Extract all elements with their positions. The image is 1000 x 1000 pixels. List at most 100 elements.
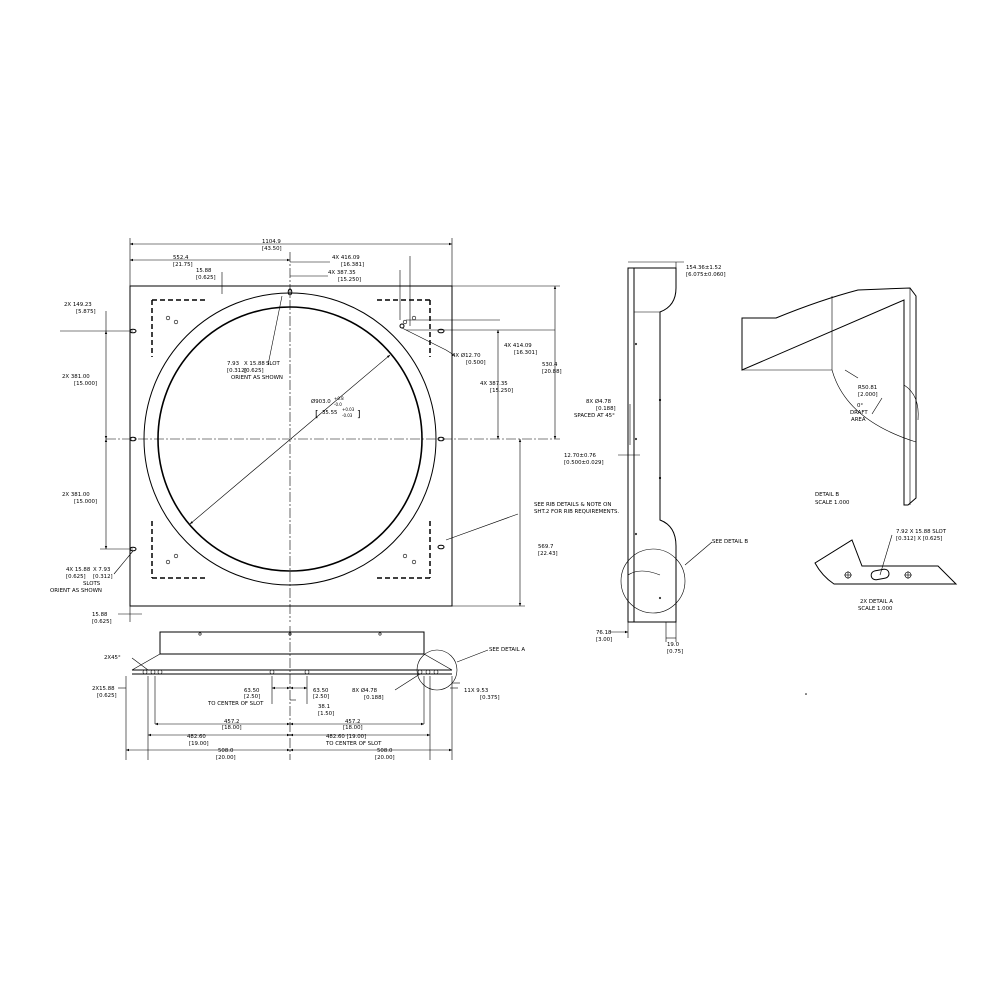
detail-a-title: 2X DETAIL A	[860, 599, 893, 605]
front-view: 1104.9[43.50] 552.4[21.75] 15.88[0.625] …	[50, 238, 619, 625]
dim-flange: 2X15.88[0.625]	[92, 686, 117, 699]
corner-slot-bottom-right	[377, 521, 431, 579]
flange-outline	[159, 631, 425, 655]
svg-text:[1.50]: [1.50]	[318, 711, 334, 717]
dim-vert-span-b: 4X 387.35[15.250]	[480, 381, 513, 394]
detail-a-callout-circle	[416, 649, 458, 691]
dim-center-gap: 38.1[1.50]	[318, 704, 334, 717]
svg-text:482.60: 482.60	[187, 734, 206, 740]
svg-text:76.18: 76.18	[596, 630, 612, 636]
dim-hole-diameter: 4X Ø12.70[0.500]	[452, 352, 486, 366]
edge-slot-left-mid	[129, 436, 137, 442]
plate-outline	[129, 285, 453, 607]
svg-text:7.92 X 15.88 SLOT: 7.92 X 15.88 SLOT	[896, 529, 947, 535]
svg-text:ORIENT AS SHOWN: ORIENT AS SHOWN	[50, 588, 102, 594]
dim-hole-span-a: 4X 416.09[16.381]	[332, 255, 364, 268]
svg-text:2X 381.00: 2X 381.00	[62, 492, 90, 498]
svg-text:[20.00]: [20.00]	[375, 755, 395, 761]
side-profile	[627, 267, 677, 623]
svg-text:ORIENT AS SHOWN: ORIENT AS SHOWN	[231, 375, 283, 381]
dim-vert-span-a: 4X 414.09[16.301]	[504, 343, 537, 356]
dim-482-right: 482.60 [19.00]TO CENTER OF SLOT	[325, 734, 382, 747]
svg-text:8X Ø4.78: 8X Ø4.78	[352, 687, 378, 694]
svg-text:2X15.88: 2X15.88	[92, 686, 115, 692]
svg-text:552.4: 552.4	[173, 255, 189, 261]
dim-508-left: 508.0[20.00]	[216, 748, 236, 761]
dim-482-left: 482.60[19.00]	[187, 734, 209, 747]
dim-lower-height: 569.7[22.43]	[538, 544, 558, 557]
svg-text:[20.00]: [20.00]	[216, 755, 236, 761]
svg-text:SLOTS: SLOTS	[83, 581, 101, 587]
svg-text:[0.312] X [0.625]: [0.312] X [0.625]	[896, 536, 942, 542]
bottom-view: 2X45° 2X15.88[0.625] SEE DETAIL A 63.50[…	[92, 626, 525, 761]
svg-text:[21.75]: [21.75]	[173, 262, 193, 268]
svg-text:0°: 0°	[857, 403, 863, 409]
svg-text:63.50: 63.50	[244, 688, 260, 694]
see-detail-a: SEE DETAIL A	[489, 647, 525, 653]
detail-b-title: DETAIL B	[815, 492, 839, 498]
dim-slot-offset: 15.88[0.625]	[196, 268, 216, 281]
see-detail-b: SEE DETAIL B	[712, 539, 748, 545]
corner-slot-bottom-left	[151, 521, 205, 579]
dim-hole-11x: 11X 9.53[0.375]	[464, 688, 500, 701]
svg-text:15.88: 15.88	[196, 268, 212, 274]
svg-text:[6.075±0.060]: [6.075±0.060]	[686, 272, 726, 278]
dim-457-left: 457.2[18.00]	[222, 719, 242, 731]
detail-b-scale: SCALE 1.000	[815, 500, 850, 506]
detail-b-profile	[741, 287, 917, 506]
svg-text:+0.8: +0.8	[334, 396, 344, 401]
dim-half-width: 552.4[21.75]	[173, 255, 193, 268]
svg-text:[: [	[315, 410, 319, 420]
ring-outer	[143, 292, 437, 586]
svg-text:]: ]	[357, 410, 361, 420]
svg-text:SPACED AT 45°: SPACED AT 45°	[574, 413, 615, 419]
svg-text:482.60 [19.00]: 482.60 [19.00]	[326, 734, 366, 740]
svg-text:Ø903.0: Ø903.0	[311, 398, 331, 405]
svg-text:15.88: 15.88	[92, 612, 108, 618]
svg-text:[0.500±0.029]: [0.500±0.029]	[564, 460, 604, 466]
flange-holes	[142, 669, 439, 675]
svg-text:+0.03: +0.03	[342, 407, 355, 412]
dim-lip: 19.0[0.75]	[667, 642, 683, 655]
svg-text:4X 414.09: 4X 414.09	[504, 343, 532, 349]
dim-flange-thickness: 12.70±0.76[0.500±0.029]	[564, 453, 604, 466]
svg-text:[20.88]: [20.88]	[542, 369, 562, 375]
top-slot	[287, 288, 293, 296]
detail-a-slot-callout: 7.92 X 15.88 SLOT[0.312] X [0.625]	[896, 529, 947, 542]
svg-text:[0.375]: [0.375]	[480, 695, 500, 701]
svg-text:SHT.2 FOR RIB REQUIREMENTS.: SHT.2 FOR RIB REQUIREMENTS.	[534, 509, 619, 515]
svg-text:4X 387.35: 4X 387.35	[480, 381, 508, 387]
svg-text:8X Ø4.78: 8X Ø4.78	[586, 398, 612, 405]
edge-slot-right-mid	[437, 436, 445, 442]
dim-overall-width: 1104.9[43.50]	[262, 239, 282, 252]
dim-side-top: 154.36±1.52[6.075±0.060]	[686, 265, 726, 278]
svg-text:[18.00]: [18.00]	[343, 725, 363, 731]
svg-text:[0.75]: [0.75]	[667, 649, 683, 655]
corner-slot-top-left	[151, 299, 205, 357]
svg-text:11X 9.53: 11X 9.53	[464, 688, 488, 694]
svg-text:508.0: 508.0	[218, 748, 234, 754]
svg-text:[2.50]: [2.50]	[313, 694, 329, 700]
svg-text:154.36±1.52: 154.36±1.52	[686, 265, 721, 271]
svg-text:-0.0: -0.0	[334, 402, 342, 407]
svg-text:DRAFT: DRAFT	[850, 410, 868, 416]
svg-text:[0.312]: [0.312]	[93, 574, 113, 580]
svg-text:530.4: 530.4	[542, 362, 558, 368]
detail-b-callout-circle	[620, 548, 686, 614]
bore-circle	[157, 306, 423, 572]
dim-radius: R50.81[2.000]	[858, 385, 878, 398]
dim-508-right: 508.0[20.00]	[375, 748, 395, 761]
bore-diameter-line	[189, 354, 391, 525]
svg-text:AREA: AREA	[851, 417, 866, 423]
dim-lower-spacing: 2X 381.00[15.000]	[62, 492, 97, 505]
svg-text:[0.188]: [0.188]	[364, 695, 384, 701]
dim-small-holes: 8X Ø4.78[0.188]	[352, 687, 384, 701]
svg-text:[0.625]: [0.625]	[196, 275, 216, 281]
svg-text:[0.625]: [0.625]	[97, 693, 117, 699]
edge-slot-right-bottom	[437, 544, 445, 550]
detail-a-profile	[814, 539, 958, 585]
dim-hole-span-b: 4X 387.35[15.250]	[328, 270, 361, 283]
